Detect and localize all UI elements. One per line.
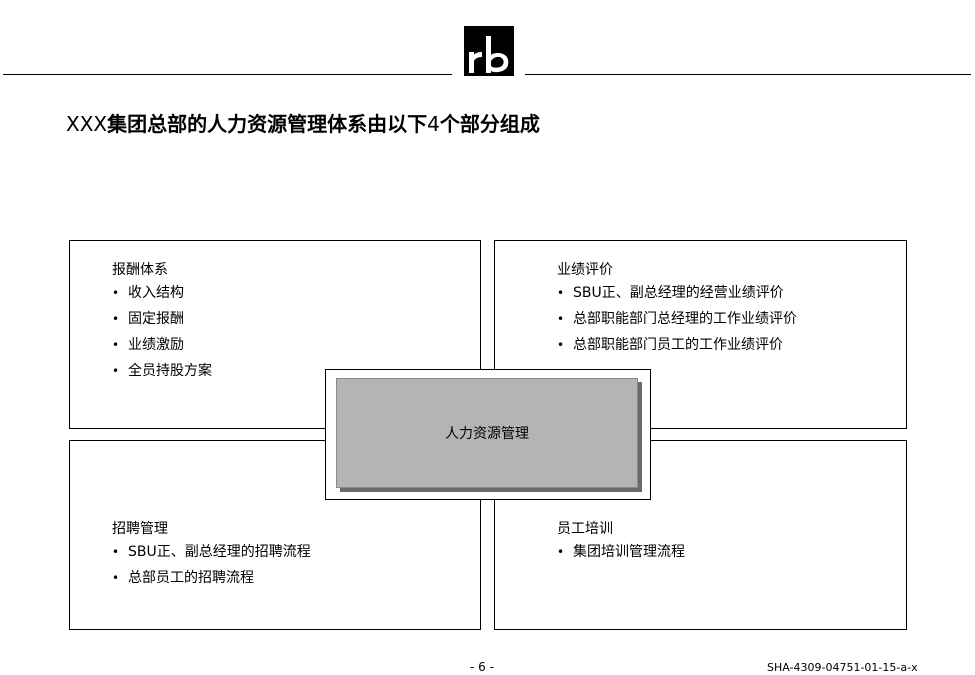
- list-item-text: SBU正、副总经理的经营业绩评价: [573, 285, 784, 301]
- list-item: • SBU正、副总经理的经营业绩评价: [557, 280, 797, 306]
- bullet-icon: •: [112, 571, 120, 585]
- bullet-icon: •: [557, 338, 565, 352]
- bullet-icon: •: [112, 364, 120, 378]
- quadrant-list: • SBU正、副总经理的经营业绩评价 • 总部职能部门总经理的工作业绩评价 • 总部职…: [557, 280, 797, 358]
- list-item-text: 总部职能部门总经理的工作业绩评价: [573, 311, 797, 327]
- quadrant-heading: 招聘管理: [112, 521, 168, 537]
- header-rule-left: [3, 74, 452, 75]
- list-item: • 总部员工的招聘流程: [112, 565, 311, 591]
- bullet-icon: •: [557, 545, 565, 559]
- quadrant-list: • SBU正、副总经理的招聘流程 • 总部员工的招聘流程: [112, 539, 311, 591]
- quadrant-heading: 员工培训: [557, 521, 613, 537]
- title-part1: 集团总部的人力资源管理体系由以下: [107, 112, 428, 136]
- quadrant-list: • 收入结构 • 固定报酬 • 业绩激励 • 全员持股方案: [112, 280, 212, 384]
- quadrant-list: • 集团培训管理流程: [557, 539, 685, 565]
- bullet-icon: •: [557, 286, 565, 300]
- list-item: • 固定报酬: [112, 306, 212, 332]
- center-hub-label: 人力资源管理: [445, 426, 529, 442]
- list-item-text: 固定报酬: [128, 311, 184, 327]
- list-item: • 总部职能部门员工的工作业绩评价: [557, 332, 797, 358]
- list-item: • SBU正、副总经理的招聘流程: [112, 539, 311, 565]
- page-title: XXX集团总部的人力资源管理体系由以下4个部分组成: [66, 108, 540, 137]
- list-item: • 业绩激励: [112, 332, 212, 358]
- quadrant-heading: 业绩评价: [557, 262, 613, 278]
- center-hub: 人力资源管理: [336, 378, 638, 488]
- document-code: SHA-4309-04751-01-15-a-x: [767, 661, 918, 674]
- title-number: 4: [427, 112, 440, 136]
- title-prefix: XXX: [66, 112, 108, 136]
- list-item: • 集团培训管理流程: [557, 539, 685, 565]
- list-item-text: 总部职能部门员工的工作业绩评价: [573, 337, 783, 353]
- list-item-text: 总部员工的招聘流程: [128, 570, 254, 586]
- list-item-text: 全员持股方案: [128, 363, 212, 379]
- bullet-icon: •: [557, 312, 565, 326]
- page-number: - 6 -: [470, 660, 494, 674]
- list-item-text: 业绩激励: [128, 337, 184, 353]
- header-rule-right: [525, 74, 971, 75]
- list-item: • 收入结构: [112, 280, 212, 306]
- bullet-icon: •: [112, 286, 120, 300]
- bullet-icon: •: [112, 338, 120, 352]
- list-item-text: 集团培训管理流程: [573, 544, 685, 560]
- quadrant-heading: 报酬体系: [112, 262, 168, 278]
- rb-logo-icon: [464, 26, 514, 76]
- list-item-text: 收入结构: [128, 285, 184, 301]
- list-item-text: SBU正、副总经理的招聘流程: [128, 544, 311, 560]
- bullet-icon: •: [112, 545, 120, 559]
- bullet-icon: •: [112, 312, 120, 326]
- title-part2: 个部分组成: [439, 112, 540, 136]
- list-item: • 全员持股方案: [112, 358, 212, 384]
- list-item: • 总部职能部门总经理的工作业绩评价: [557, 306, 797, 332]
